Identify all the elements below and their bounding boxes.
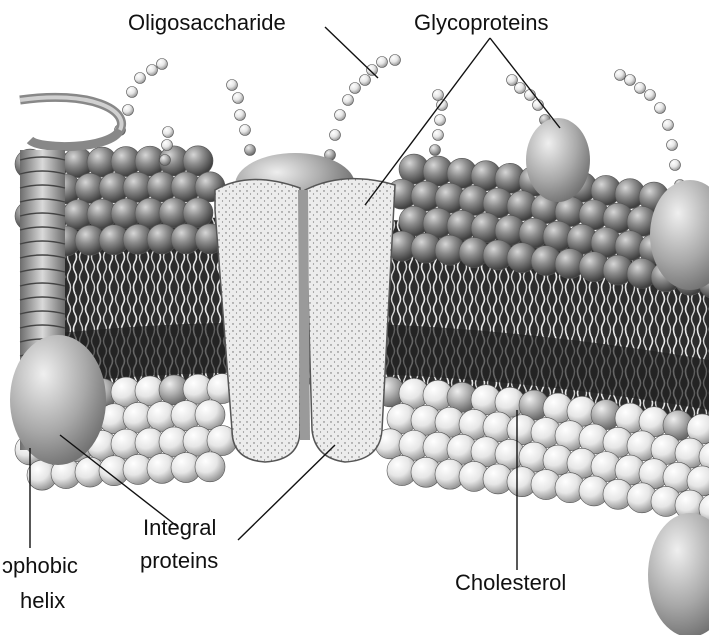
sugar-bead [163, 127, 174, 138]
glycoproteins-label: Glycoproteins [414, 10, 549, 36]
integral-proteins-label-line2: proteins [140, 548, 218, 574]
lipid-head [183, 146, 213, 176]
lipid-head [183, 198, 213, 228]
sugar-bead [350, 83, 361, 94]
sugar-bead [615, 70, 626, 81]
sugar-bead [233, 93, 244, 104]
lipid-head [195, 400, 225, 430]
glycoprotein-blob [526, 118, 590, 202]
sugar-bead [625, 75, 636, 86]
sugar-bead [235, 110, 246, 121]
oligosaccharide-label: Oligosaccharide [128, 10, 286, 36]
sugar-bead [127, 87, 138, 98]
hydrophobic-helix-label-line2: helix [20, 588, 65, 614]
sugar-bead [663, 120, 674, 131]
sugar-bead [390, 55, 401, 66]
integral-proteins-label-line1: Integral [143, 515, 216, 541]
sugar-bead [157, 59, 168, 70]
sugar-bead [645, 90, 656, 101]
sugar-bead [343, 95, 354, 106]
sugar-bead [433, 130, 444, 141]
lipid-head [195, 452, 225, 482]
sugar-bead [377, 57, 388, 68]
sugar-bead [123, 105, 134, 116]
sugar-bead [367, 65, 378, 76]
sugar-bead [430, 145, 441, 156]
sugar-bead [245, 145, 256, 156]
sugar-bead [135, 73, 146, 84]
sugar-bead [670, 160, 681, 171]
sugar-bead [435, 115, 446, 126]
sugar-bead [147, 65, 158, 76]
sugar-bead [227, 80, 238, 91]
sugar-bead [162, 140, 173, 151]
hydrophobic-helix-label-line1: ɔphobic [2, 553, 78, 579]
sugar-bead [667, 140, 678, 151]
cholesterol-label: Cholesterol [455, 570, 566, 596]
integral-protein [215, 153, 395, 462]
sugar-bead [160, 155, 171, 166]
sugar-bead [240, 125, 251, 136]
sugar-bead [360, 75, 371, 86]
sugar-bead [655, 103, 666, 114]
sugar-bead [335, 110, 346, 121]
sugar-bead [515, 83, 526, 94]
peripheral-protein [648, 513, 709, 635]
sugar-bead [635, 83, 646, 94]
sugar-bead [330, 130, 341, 141]
sugar-bead [433, 90, 444, 101]
sugar-bead [507, 75, 518, 86]
